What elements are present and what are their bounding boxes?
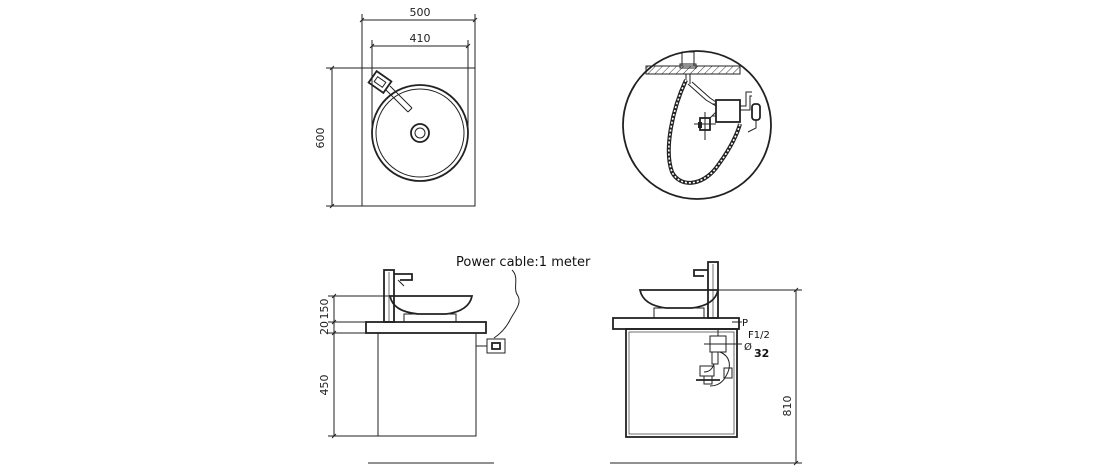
front-view: P F1/2 Ø 32 810: [610, 261, 802, 466]
cabinet: [377, 332, 477, 437]
plug-icon: [751, 103, 761, 121]
control-box: [715, 99, 741, 123]
dim-20-label: 20: [318, 321, 331, 335]
basin-rim: [371, 84, 469, 182]
power-cable-leader: [493, 269, 520, 339]
countertop-outline: [361, 67, 476, 207]
dim-450-label: 450: [318, 375, 331, 396]
depth-dimension-label: 600: [314, 128, 327, 149]
top-view: 500 410 600: [314, 6, 478, 209]
width-dimension-label: 500: [410, 6, 431, 19]
drain-icon: [410, 123, 430, 143]
front-basin-bowl: [638, 289, 720, 309]
faucet-top-icon: [367, 69, 413, 113]
phi-symbol: Ø: [744, 341, 752, 353]
installation-detail: [622, 50, 772, 200]
plumbing-assembly: [696, 329, 733, 387]
counter-section: [645, 65, 741, 75]
height-810-label: 810: [781, 396, 794, 417]
f-thread-label: F1/2: [748, 330, 770, 341]
phi-value: 32: [754, 347, 769, 360]
basin-bowl: [388, 295, 474, 315]
valve-icon: [694, 111, 717, 140]
detail-frame: [622, 50, 772, 200]
front-countertop: [612, 317, 740, 330]
dim-150-label: 150: [318, 299, 331, 320]
basin-dimension-label: 410: [410, 32, 431, 45]
power-socket-icon: [486, 338, 506, 354]
p-label: P: [742, 318, 748, 329]
front-cabinet: [625, 328, 738, 438]
side-view: Power cable:1 meter 150 20 450: [318, 255, 591, 464]
countertop: [365, 321, 487, 334]
power-cable-label: Power cable:1 meter: [456, 255, 591, 270]
